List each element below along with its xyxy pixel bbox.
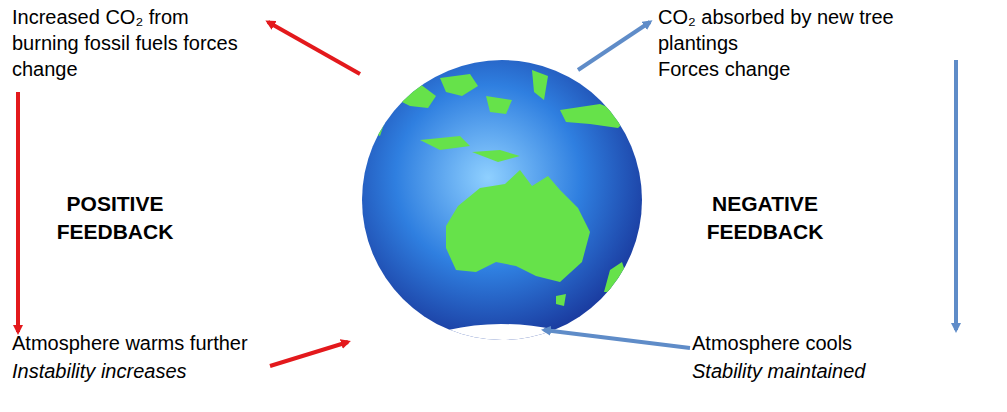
blue-arrow	[578, 22, 650, 70]
outcome-text: Instability increases	[12, 358, 272, 384]
cause-text: Forces change	[658, 56, 920, 82]
red-arrow	[270, 342, 348, 366]
effect-text: Atmosphere warms further	[12, 330, 272, 356]
cause-text: Increased CO₂ from burning fossil fuels …	[12, 4, 247, 82]
blue-arrow	[544, 330, 690, 348]
red-arrow	[268, 22, 360, 74]
feedback-arrows	[18, 22, 956, 366]
blue-arrow	[954, 60, 958, 330]
effect-text: Atmosphere cools	[692, 330, 932, 356]
cause-text: CO₂ absorbed by new tree plantings	[658, 4, 920, 56]
red-arrow	[16, 92, 20, 332]
loop-title: POSITIVE FEEDBACK	[40, 190, 190, 246]
globe	[362, 60, 642, 341]
outcome-text: Stability maintained	[692, 358, 932, 384]
loop-title: NEGATIVE FEEDBACK	[690, 190, 840, 246]
